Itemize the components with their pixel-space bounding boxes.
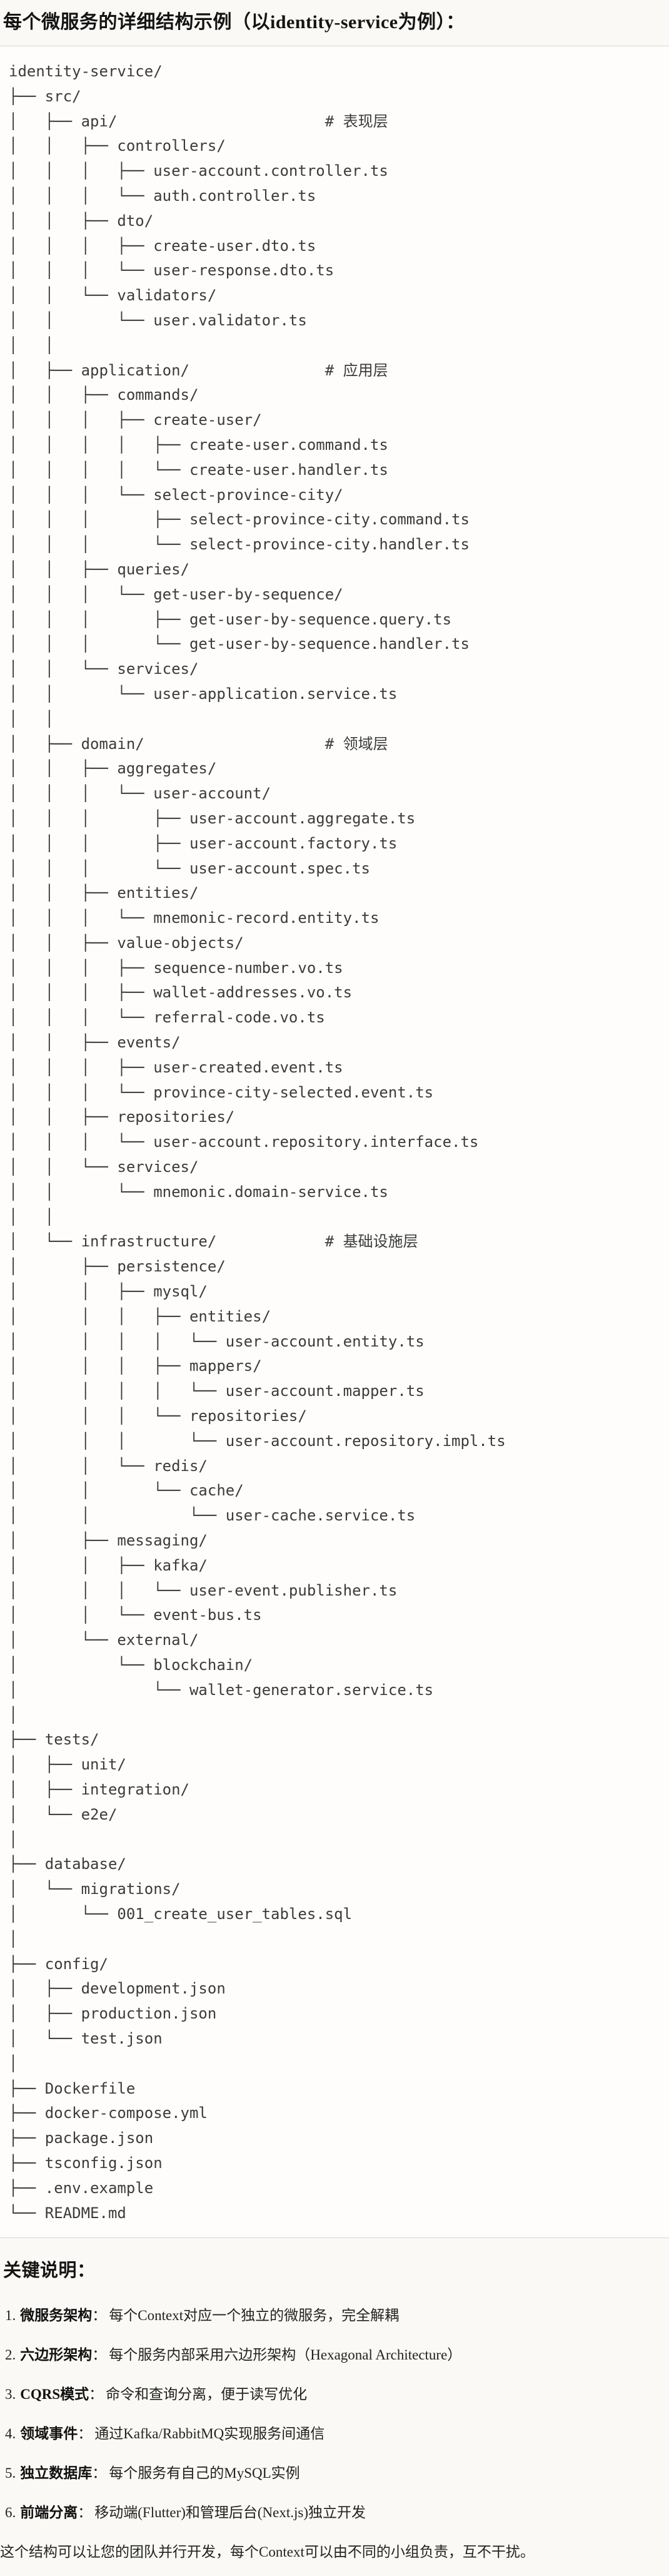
note-number: 6. (5, 2505, 16, 2521)
note-colon: ： (78, 2426, 93, 2442)
notes-list: 1.微服务架构：每个Context对应一个独立的微服务，完全解耦 2.六边形架构… (0, 2304, 669, 2524)
note-colon: ： (92, 2347, 107, 2363)
note-item-domain-events: 4.领域事件：通过Kafka/RabbitMQ实现服务间通信 (5, 2423, 669, 2445)
note-description: 移动端(Flutter)和管理后台(Next.js)独立开发 (94, 2505, 366, 2521)
directory-tree-code-block: identity-service/ ├── src/ │ ├── api/ # … (0, 46, 669, 2239)
note-term: 领域事件 (20, 2426, 78, 2442)
note-number: 3. (5, 2386, 16, 2403)
note-term: 前端分离 (20, 2505, 78, 2521)
note-description: 每个服务内部采用六边形架构（Hexagonal Architecture） (109, 2347, 462, 2363)
note-term: 独立数据库 (20, 2465, 93, 2482)
note-description: 每个Context对应一个独立的微服务，完全解耦 (109, 2308, 400, 2324)
note-term: CQRS模式 (20, 2386, 89, 2403)
note-description: 命令和查询分离，便于读写优化 (106, 2386, 308, 2403)
note-item-cqrs: 3.CQRS模式：命令和查询分离，便于读写优化 (5, 2383, 669, 2406)
note-number: 4. (5, 2426, 16, 2442)
note-description: 通过Kafka/RabbitMQ实现服务间通信 (94, 2426, 325, 2442)
note-description: 每个服务有自己的MySQL实例 (109, 2465, 300, 2482)
note-number: 5. (5, 2465, 16, 2482)
note-item-microservice: 1.微服务架构：每个Context对应一个独立的微服务，完全解耦 (5, 2304, 669, 2327)
note-item-independent-db: 5.独立数据库：每个服务有自己的MySQL实例 (5, 2462, 669, 2485)
closing-paragraph: 这个结构可以让您的团队并行开发，每个Context可以由不同的小组负责，互不干扰… (0, 2544, 535, 2560)
note-colon: ： (92, 2308, 107, 2324)
note-item-frontend-separation: 6.前端分离：移动端(Flutter)和管理后台(Next.js)独立开发 (5, 2502, 669, 2524)
notes-heading: 关键说明： (3, 2261, 96, 2281)
note-colon: ： (92, 2465, 107, 2482)
note-term: 六边形架构 (20, 2347, 93, 2363)
note-number: 1. (5, 2308, 16, 2324)
note-term: 微服务架构 (20, 2308, 93, 2324)
note-item-hexagonal: 2.六边形架构：每个服务内部采用六边形架构（Hexagonal Architec… (5, 2344, 669, 2366)
note-colon: ： (89, 2386, 104, 2403)
note-number: 2. (5, 2347, 16, 2363)
page-title: 每个微服务的详细结构示例（以identity-service为例）： (3, 12, 465, 33)
note-colon: ： (78, 2505, 93, 2521)
